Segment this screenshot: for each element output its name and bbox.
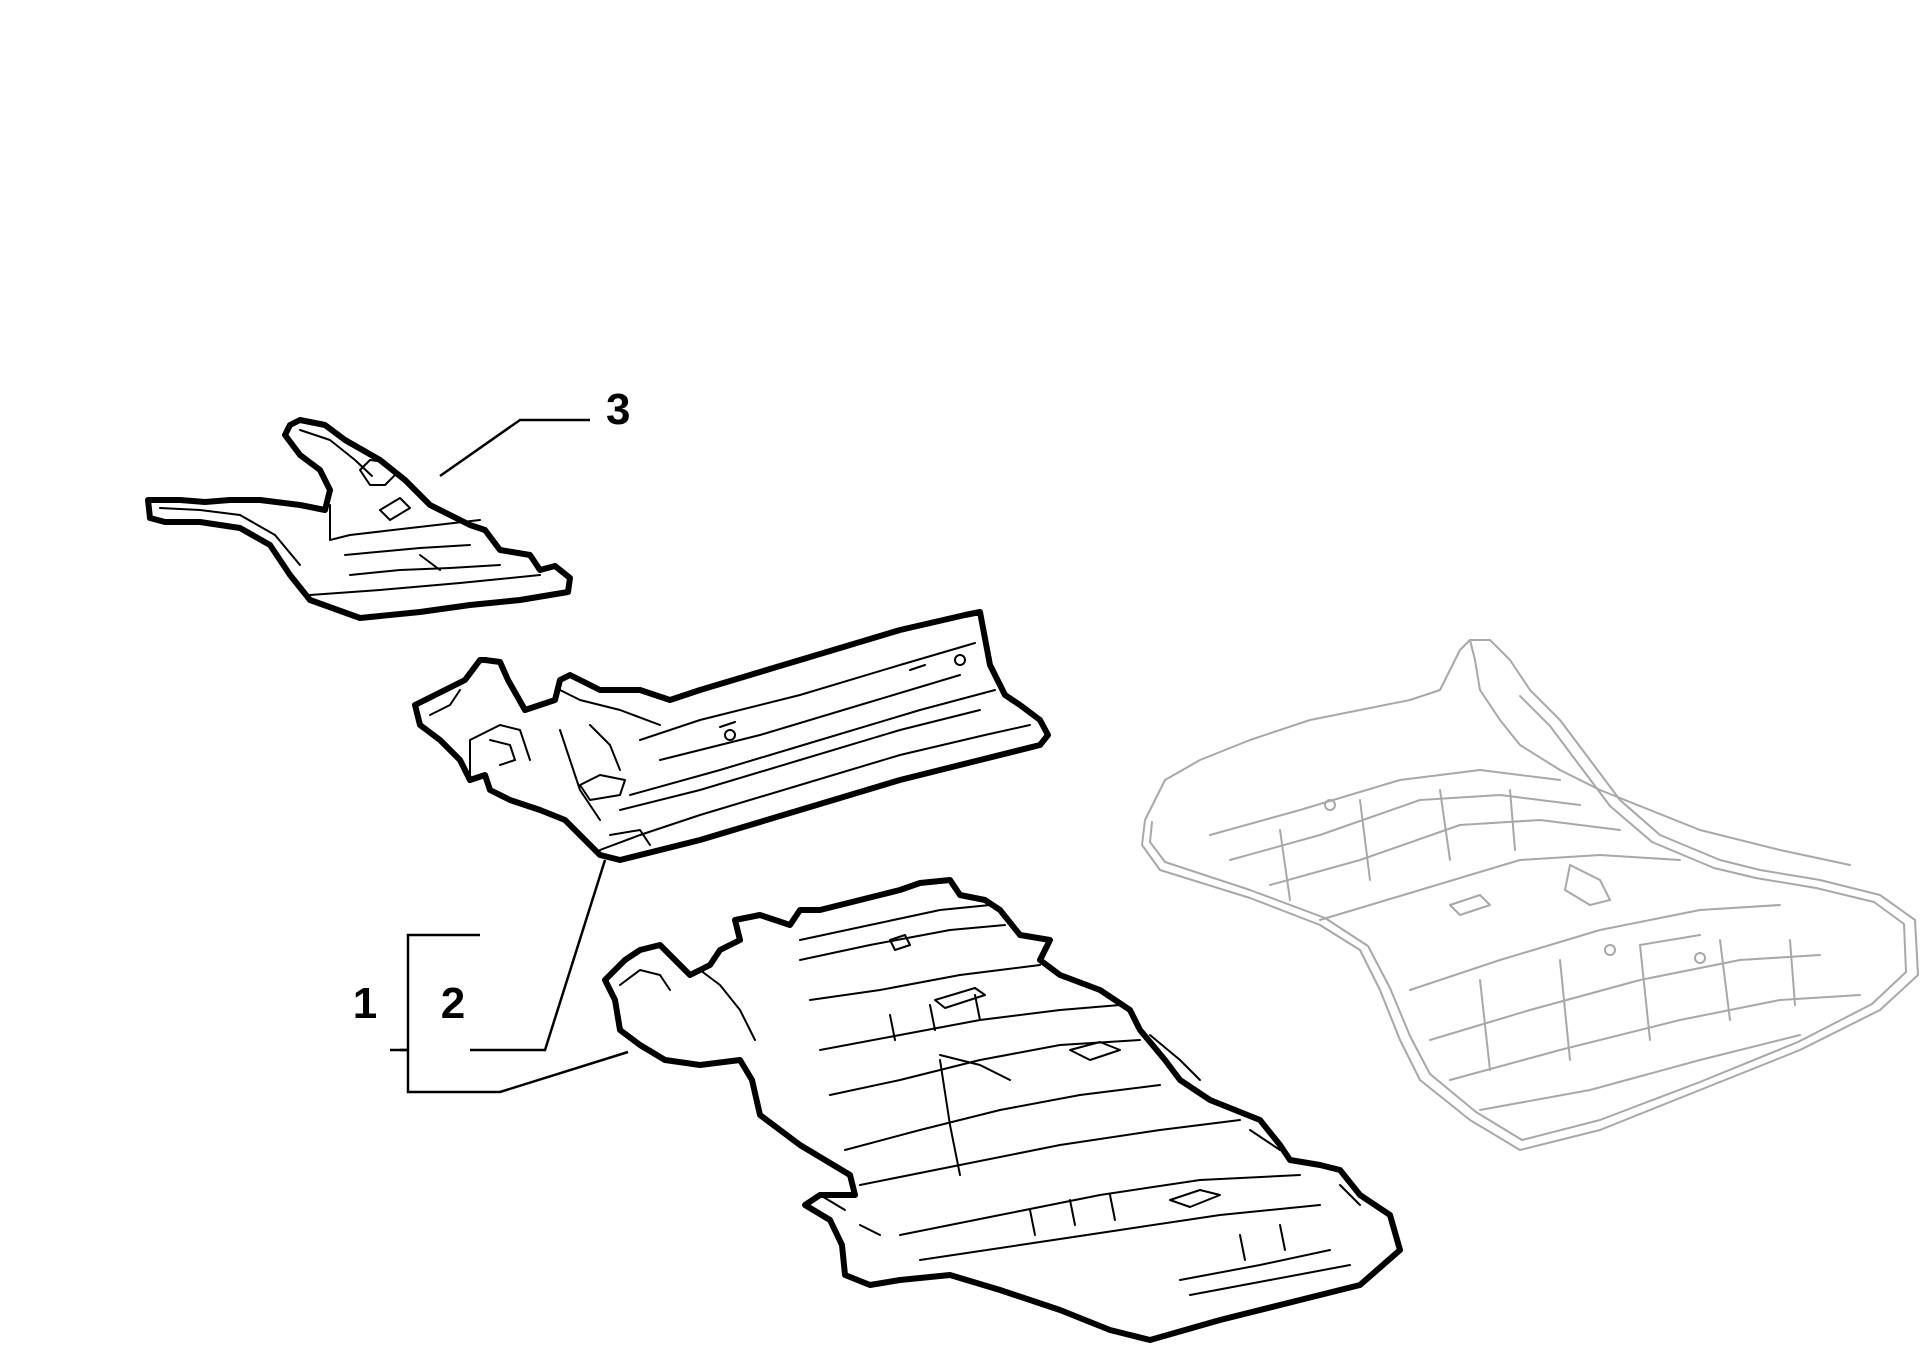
leader-lines <box>390 418 629 1094</box>
callout-label-2: 2 <box>441 979 465 1028</box>
callout-label-3: 3 <box>606 385 630 434</box>
part-2-floor-side-rail <box>412 609 1051 863</box>
part-3-front-floor-crossmember <box>145 417 573 621</box>
part-1-front-floor-pan <box>602 877 1403 1343</box>
reference-floor-assembly <box>1141 639 1919 1151</box>
callout-label-1: 1 <box>353 979 377 1028</box>
